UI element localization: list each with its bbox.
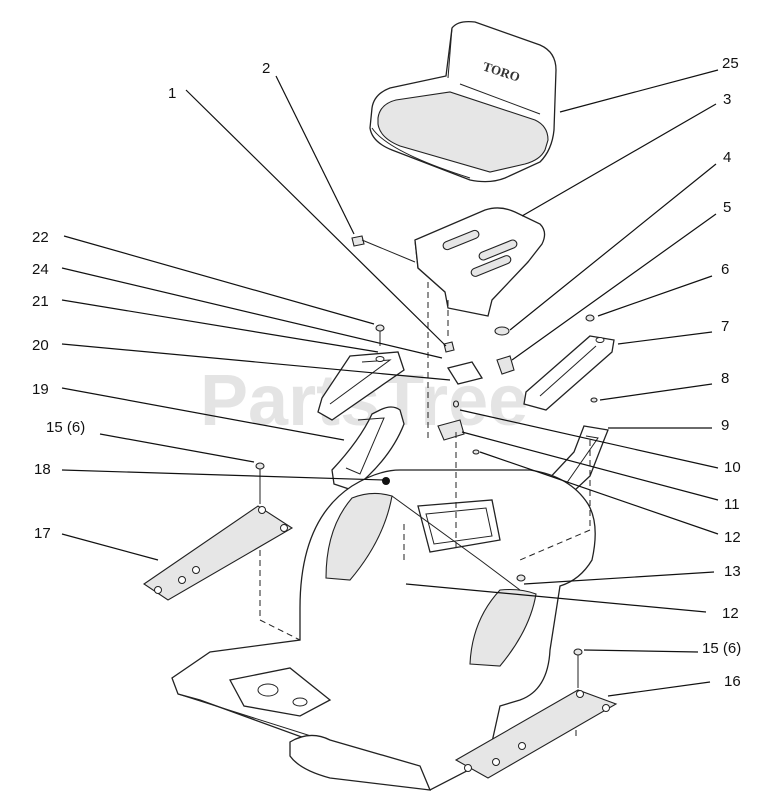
screw-part-8[interactable]	[590, 397, 598, 403]
callout-24: 24	[32, 261, 49, 278]
slide-rail-part-7[interactable]	[523, 335, 615, 411]
callout-18: 18	[34, 461, 51, 478]
bolt-part-2[interactable]	[351, 235, 416, 263]
callout-12-upper: 12	[724, 529, 741, 546]
footrest-plate-part-16[interactable]	[454, 689, 618, 779]
switch-part-11[interactable]	[437, 400, 465, 441]
callout-7: 7	[721, 318, 729, 335]
callout-16: 16	[724, 673, 741, 690]
callout-25: 25	[722, 55, 739, 72]
fender-screw-part-18[interactable]	[382, 477, 390, 485]
callout-11: 11	[724, 496, 740, 513]
callout-21: 21	[32, 293, 49, 310]
callouts: 25 3 4 5 6 7 8 9 10 11 12 13 12 15 (6) 1…	[32, 55, 741, 690]
leader-lines	[61, 69, 719, 697]
callout-2: 2	[262, 60, 270, 77]
callout-3: 3	[723, 91, 731, 108]
callout-13: 13	[724, 563, 741, 580]
seat-part-25[interactable]: TORO	[369, 20, 557, 183]
callout-12-lower: 12	[722, 605, 739, 622]
callout-22: 22	[32, 229, 49, 246]
callout-19: 19	[32, 381, 49, 398]
nut-part-1[interactable]	[443, 341, 455, 353]
plate-part-20[interactable]	[446, 361, 484, 385]
callout-10: 10	[724, 459, 741, 476]
callout-15-left: 15 (6)	[46, 419, 85, 436]
washer-part-4[interactable]	[494, 326, 510, 336]
slide-rail-part-21[interactable]	[317, 351, 405, 421]
seat-bracket-part-3[interactable]	[414, 207, 546, 317]
screw-part-6[interactable]	[585, 314, 595, 322]
callout-17: 17	[34, 525, 51, 542]
callout-15-right: 15 (6)	[702, 640, 741, 657]
screw-part-12-upper[interactable]	[472, 449, 480, 455]
fender-body[interactable]	[171, 469, 596, 791]
footrest-plate-part-17[interactable]	[143, 505, 294, 601]
fender-screw-part-13[interactable]	[516, 574, 526, 582]
callout-4: 4	[723, 149, 731, 166]
callout-9: 9	[721, 417, 729, 434]
callout-20: 20	[32, 337, 49, 354]
callout-6: 6	[721, 261, 729, 278]
screw-part-15-left[interactable]	[255, 462, 265, 504]
fender-pad-part-19[interactable]	[331, 406, 405, 491]
callout-1: 1	[168, 85, 176, 102]
callout-5: 5	[723, 199, 731, 216]
knob-part-5[interactable]	[496, 355, 515, 375]
callout-8: 8	[721, 370, 729, 387]
screw-part-15-right[interactable]	[573, 648, 583, 688]
